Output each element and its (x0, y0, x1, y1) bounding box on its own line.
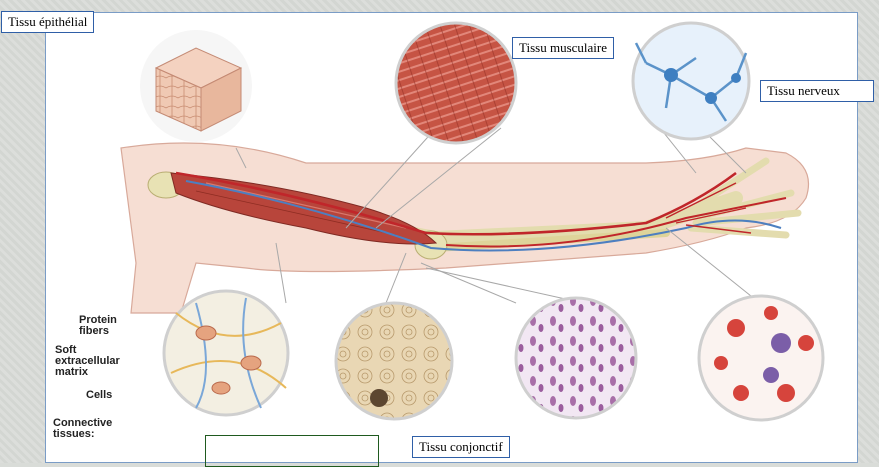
soft-matrix-label: Soft extracellular matrix (55, 345, 125, 378)
arm-tissue-illustration (46, 13, 858, 463)
muscle-tissue-label: Tissu musculaire (512, 37, 614, 59)
protein-fibers-label: Protein fibers (79, 315, 137, 337)
connective-tissue-label: Tissu conjonctif (412, 436, 510, 458)
epithelial-tissue-label: Tissu épithélial (1, 11, 94, 33)
empty-label-box (205, 435, 379, 467)
nervous-tissue-label: Tissu nerveux (760, 80, 874, 102)
figure-frame: Protein fibers Soft extracellular matrix… (45, 12, 858, 463)
cells-label: Cells (86, 390, 112, 401)
connective-tissues-label: Connective tissues: (53, 418, 125, 440)
